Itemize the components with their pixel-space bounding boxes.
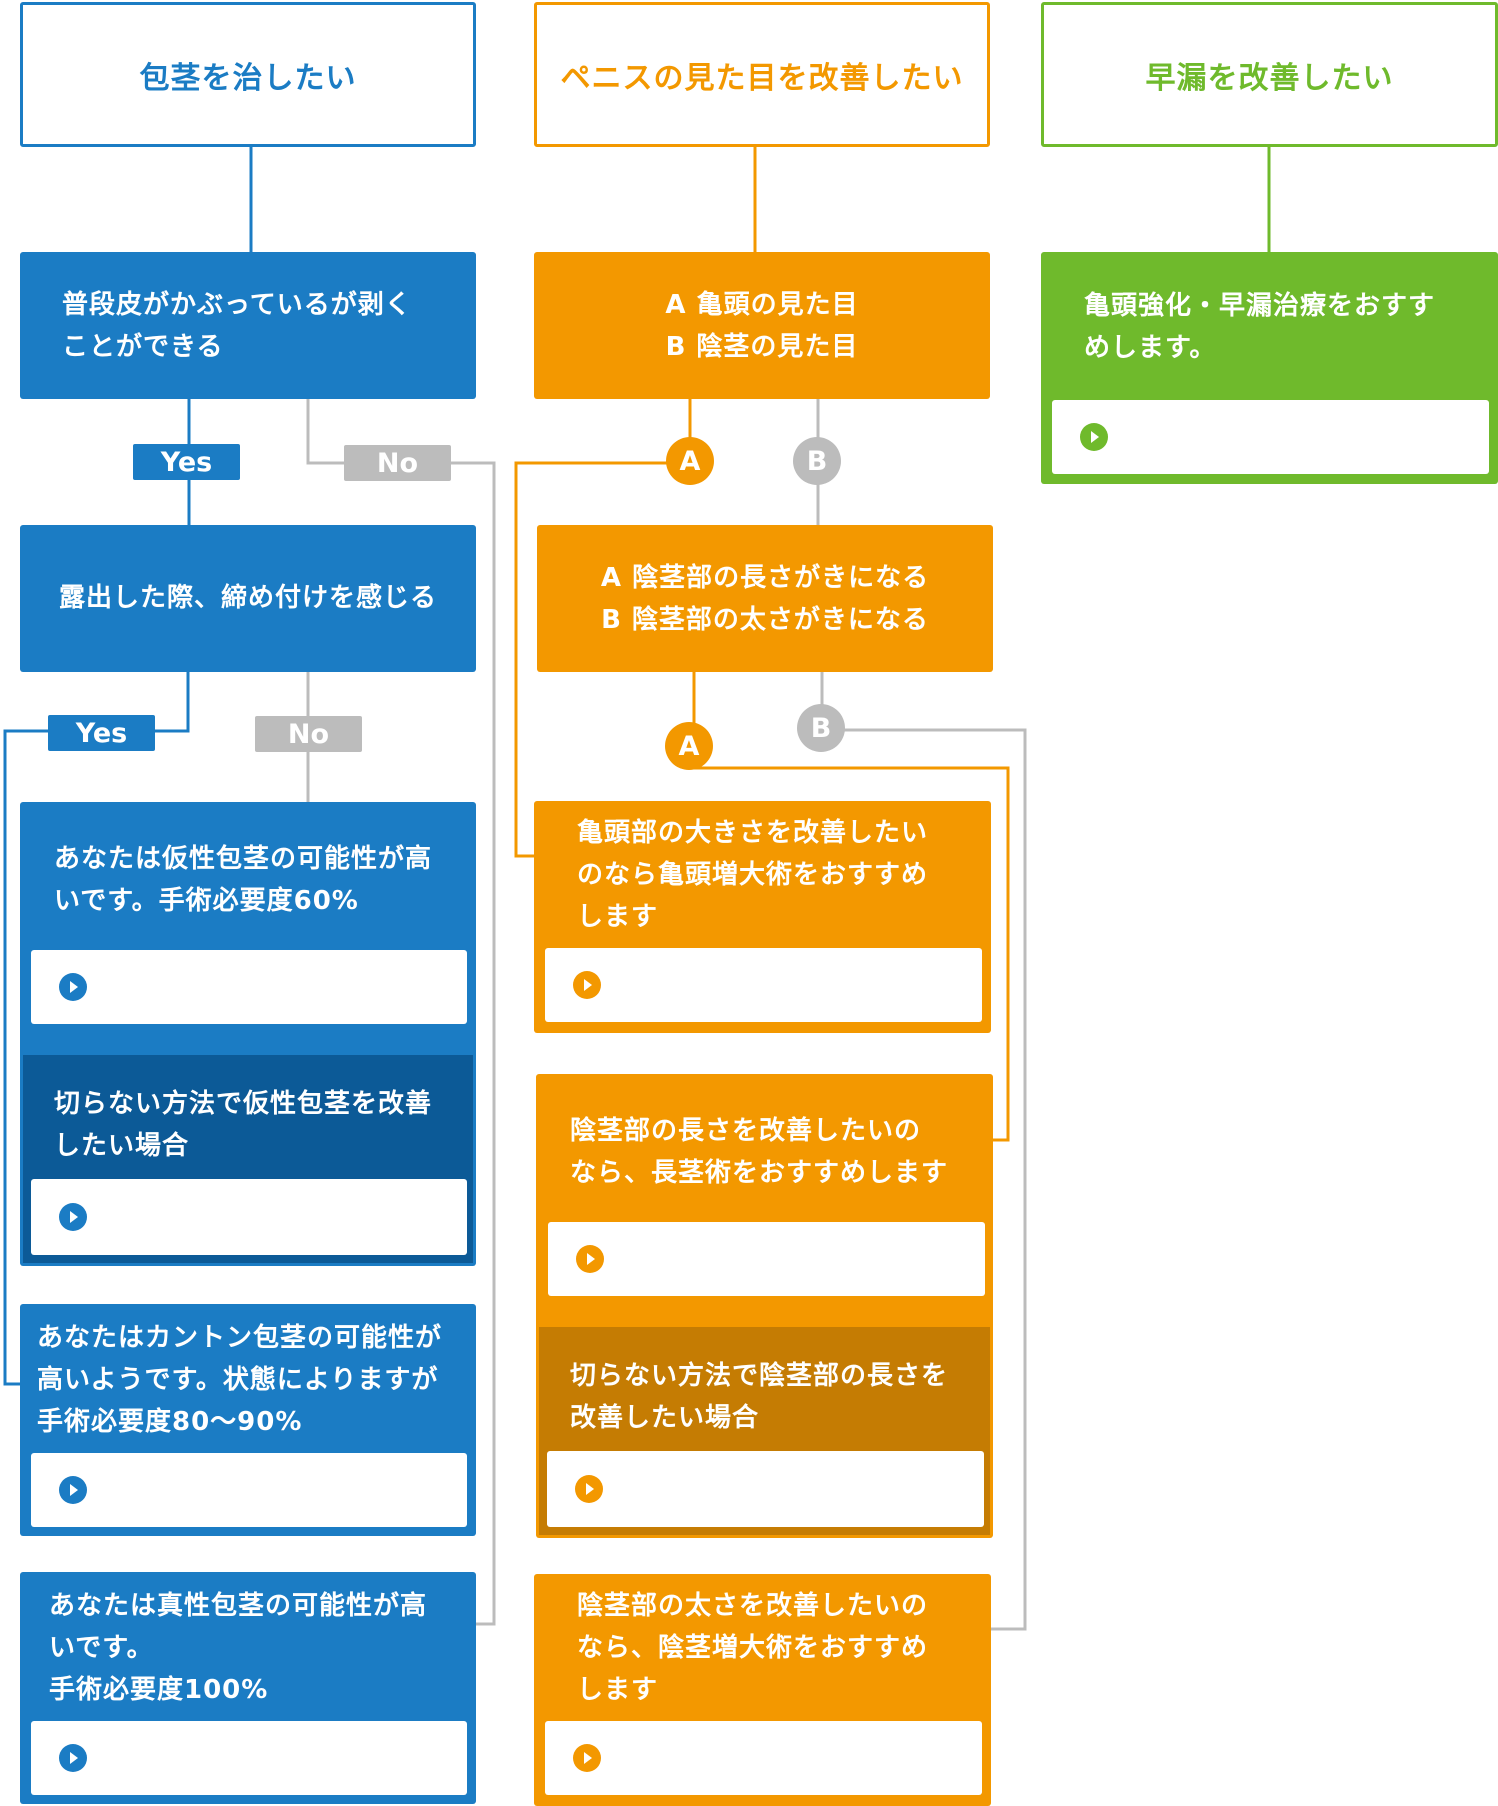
play-circle-icon [59,1744,87,1772]
play-circle-icon [59,973,87,1001]
no-label: No [255,716,362,752]
play-circle-icon [59,1476,87,1504]
non-surgical-lengthening-panel: 切らない方法で陰茎部の長さを 改善したい場合 [539,1327,990,1535]
branch-b-marker: B [797,704,845,752]
result-penis-lengthening: 陰茎部の長さを改善したいの なら、長茎術をおすすめします 切らない方法で陰茎部の… [536,1074,993,1538]
paraphimosis-link-button[interactable] [31,1453,467,1527]
result-true-phimosis: あなたは真性包茎の可能性が高 いです。 手術必要度100% [20,1572,476,1804]
penis-lengthening-link-button[interactable] [548,1222,985,1296]
appearance-title: ペニスの見た目を改善したい [560,60,964,96]
result-paraphimosis: あなたはカントン包茎の可能性が 高いようです。状態によりますが 手術必要度80～… [20,1304,476,1536]
phimosis-title-box: 包茎を治したい [20,2,476,147]
true-phimosis-link-button[interactable] [31,1721,467,1795]
appearance-title-box: ペニスの見た目を改善したい [534,2,990,147]
play-circle-icon [573,971,601,999]
phimosis-question-1: 普段皮がかぶっているが剥く ことができる [20,252,476,399]
play-circle-icon [1080,423,1108,451]
non-surgical-lengthening-link-button[interactable] [547,1451,984,1527]
non-surgical-pseudo-phimosis-panel: 切らない方法で仮性包茎を改善 したい場合 [23,1055,473,1263]
glans-enlargement-link-button[interactable] [545,948,982,1022]
result-penis-girth-enlargement: 陰茎部の太さを改善したいの なら、陰茎増大術をおすすめ します [534,1574,991,1806]
play-circle-icon [575,1475,603,1503]
pseudo-phimosis-link-button[interactable] [31,950,467,1024]
phimosis-question-2: 露出した際、締め付けを感じる [20,525,476,672]
result-premature-ejaculation: 亀頭強化・早漏治療をおすす めします。 [1041,252,1498,484]
play-circle-icon [573,1744,601,1772]
play-circle-icon [576,1245,604,1273]
no-label: No [344,445,451,481]
phimosis-title: 包茎を治したい [139,60,357,96]
branch-a-marker: A [666,437,714,485]
non-surgical-pseudo-phimosis-link-button[interactable] [31,1179,467,1255]
girth-enlargement-link-button[interactable] [545,1721,982,1795]
yes-label: Yes [133,444,240,480]
result-pseudo-phimosis: あなたは仮性包茎の可能性が高 いです。手術必要度60% 切らない方法で仮性包茎を… [20,802,476,1266]
branch-b-marker: B [793,437,841,485]
premature-title: 早漏を改善したい [1145,60,1394,96]
play-circle-icon [59,1203,87,1231]
appearance-question-2: A 陰茎部の長さがきになる B 陰茎部の太さがきになる [537,525,993,672]
premature-ejaculation-link-button[interactable] [1052,400,1489,474]
premature-title-box: 早漏を改善したい [1041,2,1498,147]
branch-a-marker: A [665,722,713,770]
yes-label: Yes [48,715,155,751]
result-glans-enlargement: 亀頭部の大きさを改善したい のなら亀頭増大術をおすすめ します [534,801,991,1033]
appearance-question-1: A 亀頭の見た目 B 陰茎の見た目 [534,252,990,399]
